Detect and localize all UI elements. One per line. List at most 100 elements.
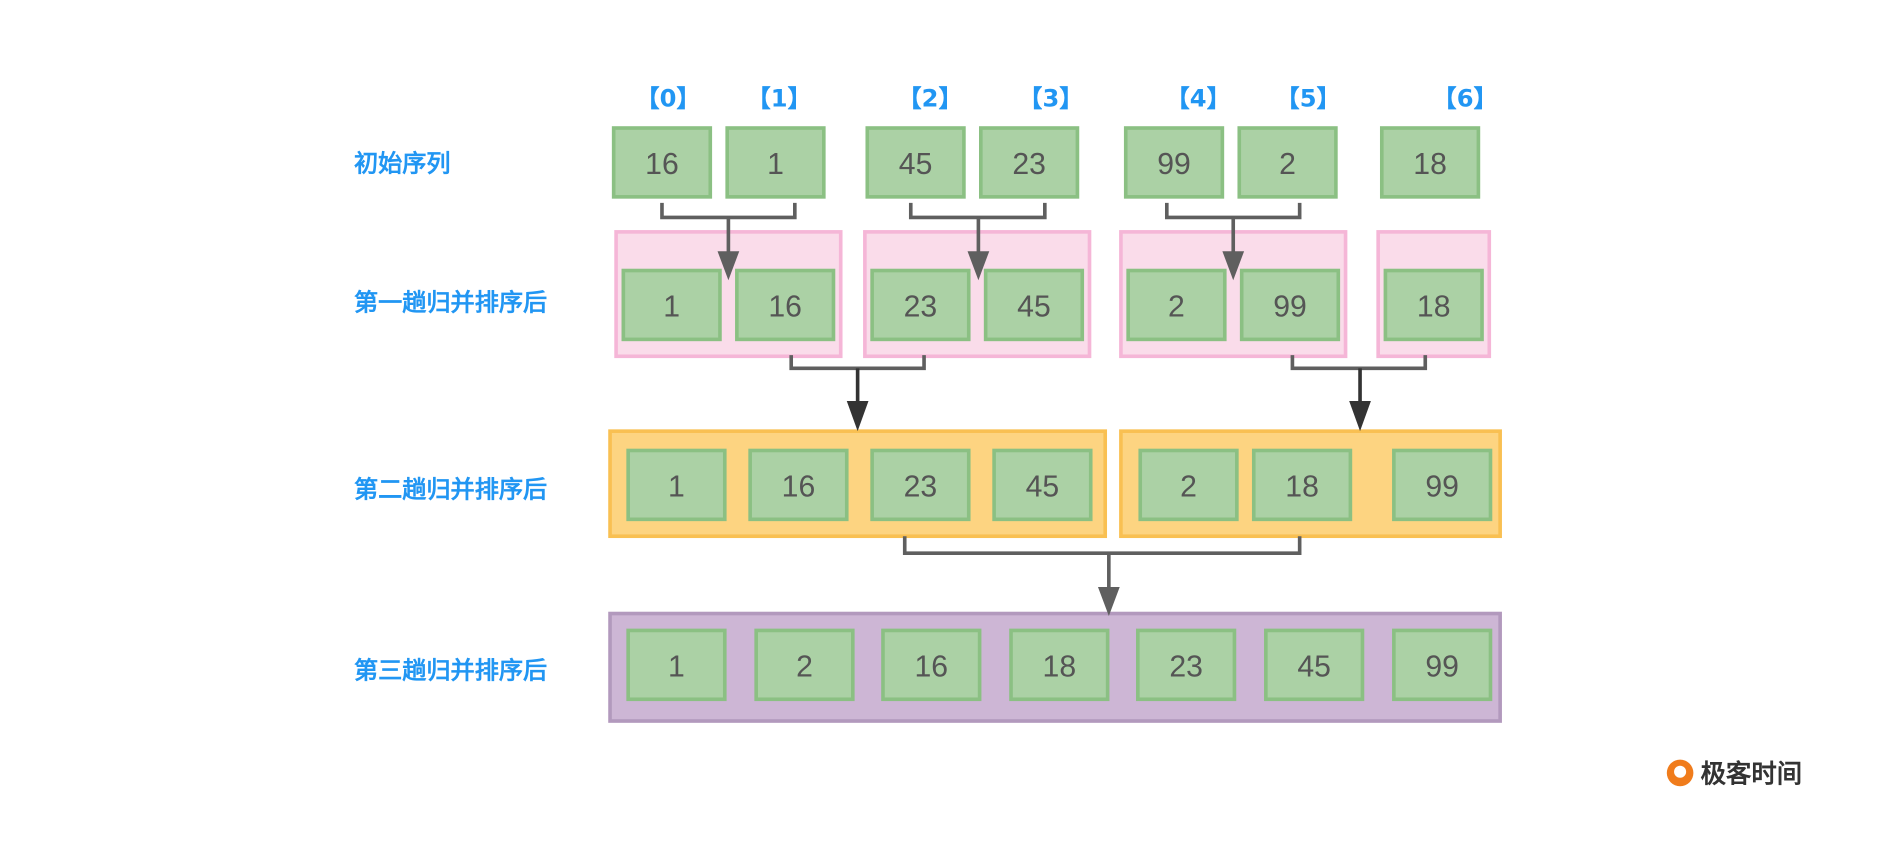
arrow-head [717, 251, 740, 281]
logo: 极客时间 [1666, 759, 1802, 789]
cell-value: 18 [1285, 470, 1319, 503]
cell-box [1379, 126, 1481, 199]
index-label: 【5】 [1276, 84, 1341, 112]
cell-value: 45 [1026, 470, 1060, 503]
cell-value: 45 [1017, 290, 1051, 323]
cell-value: 1 [668, 470, 685, 503]
row-label: 第一趟归并排序后 [354, 288, 547, 316]
cell-value: 16 [645, 148, 679, 181]
array-cell: 23 [870, 268, 971, 342]
cell-box [1239, 268, 1341, 342]
array-cell: 99 [1392, 628, 1493, 702]
cell-box [865, 126, 966, 199]
merge-bracket [1164, 202, 1302, 220]
cell-value: 23 [904, 290, 938, 323]
cell-box [1009, 628, 1110, 702]
cell-value: 18 [1413, 148, 1447, 181]
cell-box [626, 628, 727, 702]
array-cell: 23 [870, 448, 971, 522]
cell-value: 18 [1417, 290, 1451, 323]
cell-box [881, 628, 982, 702]
cell-box [1383, 268, 1484, 342]
cell-box [979, 126, 1080, 199]
logo-text: 极客时间 [1701, 759, 1802, 789]
cell-box [992, 448, 1093, 522]
array-cell: 2 [1138, 448, 1239, 522]
index-label: 【3】 [1018, 84, 1083, 112]
cell-value: 23 [1169, 650, 1203, 683]
cell-value: 99 [1425, 650, 1459, 683]
array-cell: 45 [1264, 628, 1365, 702]
index-label: 【0】 [635, 84, 700, 112]
index-label: 【2】 [898, 84, 963, 112]
arrow-head [1222, 251, 1245, 281]
cell-box [611, 126, 713, 199]
cell-box [1392, 628, 1493, 702]
index-label: 【4】 [1166, 84, 1231, 112]
array-cell: 2 [1126, 268, 1227, 342]
cell-box [1138, 448, 1239, 522]
array-cell: 1 [626, 628, 727, 702]
cell-value: 45 [899, 148, 933, 181]
cell-value: 1 [668, 650, 685, 683]
cell-value: 2 [1168, 290, 1185, 323]
arrow-head [1097, 586, 1120, 616]
row-label: 第三趟归并排序后 [354, 657, 547, 685]
array-cell: 45 [865, 126, 966, 199]
cell-box [621, 268, 722, 342]
arrow-head [846, 400, 869, 432]
cell-value: 23 [1012, 148, 1046, 181]
array-cell: 45 [983, 268, 1085, 342]
merge-bracket [660, 202, 797, 220]
array-cell: 23 [1136, 628, 1237, 702]
cell-box [1136, 628, 1237, 702]
array-cell: 16 [748, 448, 849, 522]
cell-value: 2 [1180, 470, 1197, 503]
cell-value: 99 [1425, 470, 1459, 503]
cell-value: 99 [1273, 290, 1307, 323]
array-cell: 16 [611, 126, 713, 199]
cell-box [1264, 628, 1365, 702]
row-label: 第二趟归并排序后 [354, 476, 547, 504]
array-cell: 2 [754, 628, 855, 702]
merge-connectors [660, 202, 1428, 616]
index-label: 【6】 [1433, 84, 1498, 112]
array-cell: 99 [1123, 126, 1225, 199]
array-cell: 18 [1251, 448, 1353, 522]
array-cell: 1 [621, 268, 722, 342]
cell-box [748, 448, 849, 522]
array-cell: 99 [1239, 268, 1341, 342]
array-cell: 1 [626, 448, 727, 522]
cell-box [1237, 126, 1338, 199]
array-cell: 18 [1379, 126, 1481, 199]
array-cell: 99 [1392, 448, 1493, 522]
array-cell: 1 [725, 126, 826, 199]
cell-box [870, 448, 971, 522]
cell-box [870, 268, 971, 342]
row-label: 初始序列 [354, 149, 451, 177]
cell-box [983, 268, 1085, 342]
array-cell: 2 [1237, 126, 1338, 199]
array-cell: 23 [979, 126, 1080, 199]
arrow-head [967, 251, 990, 281]
cell-box [1126, 268, 1227, 342]
cell-value: 18 [1043, 650, 1077, 683]
cell-value: 2 [796, 650, 813, 683]
cell-box [754, 628, 855, 702]
array-cell: 16 [735, 268, 836, 342]
cell-value: 1 [663, 290, 680, 323]
merge-bracket [902, 536, 1302, 555]
arrow-head [1349, 400, 1371, 432]
cell-box [626, 448, 727, 522]
array-cell: 18 [1009, 628, 1110, 702]
merge-bracket [908, 202, 1047, 220]
cell-value: 2 [1279, 148, 1296, 181]
cell-value: 99 [1157, 148, 1191, 181]
cell-box [1251, 448, 1353, 522]
index-label: 【1】 [747, 84, 812, 112]
cell-value: 16 [782, 470, 816, 503]
cell-box [725, 126, 826, 199]
cell-value: 1 [767, 148, 784, 181]
cell-box [1123, 126, 1225, 199]
